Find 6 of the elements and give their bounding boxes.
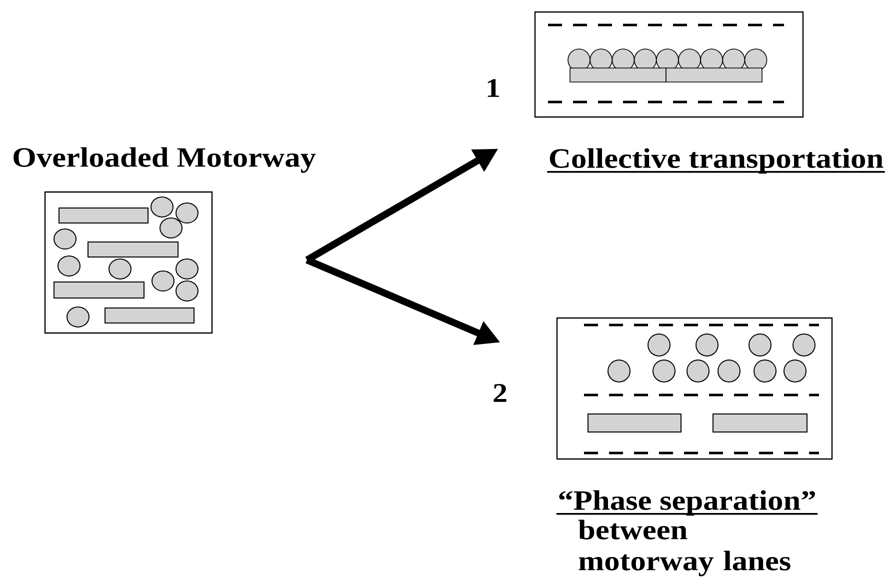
heading: “Phase separation”: [556, 490, 818, 516]
heading: Overloaded Motorway: [14, 147, 316, 173]
heading: Collective transportation: [547, 148, 885, 174]
option-number: 1: [488, 79, 499, 97]
subheading: between motorway lanes: [578, 520, 790, 576]
option-number: 2: [494, 384, 506, 402]
